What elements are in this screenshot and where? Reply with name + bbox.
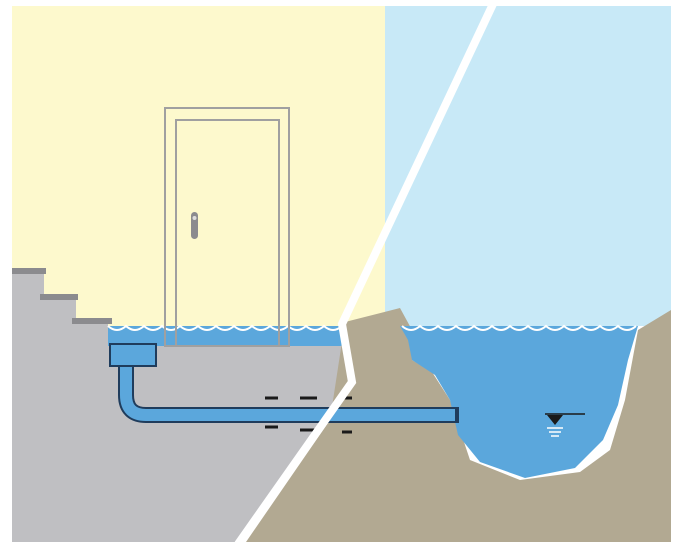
door-handle-icon (191, 212, 198, 239)
wave-crests-interior (107, 324, 343, 331)
water-level-symbol-icon (545, 413, 585, 437)
floor-drain (109, 343, 157, 367)
sky (385, 6, 671, 326)
stairs (12, 268, 112, 324)
section-divider (234, 2, 497, 547)
drain-pipe (109, 343, 459, 423)
door-icon (164, 107, 290, 347)
interior-wall (12, 6, 390, 326)
river-water (400, 326, 638, 478)
wave-crests-river (401, 324, 637, 331)
